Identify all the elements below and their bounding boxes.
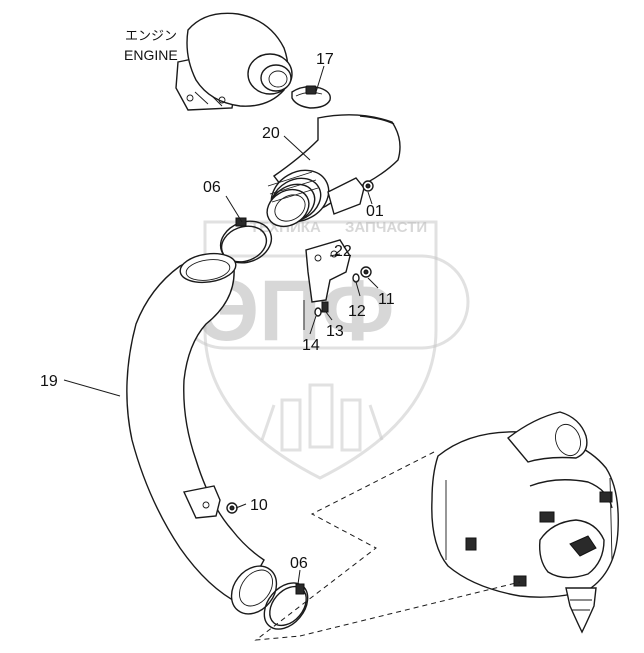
engine-turbo-outlet xyxy=(175,12,293,111)
part-label-06-bottom: 06 xyxy=(290,555,308,572)
leader-lines xyxy=(63,65,379,585)
part-label-12: 12 xyxy=(348,303,366,320)
part-label-01: 01 xyxy=(366,203,384,220)
bracket-22 xyxy=(305,239,351,303)
watermark-top-right: ЗАПЧАСТИ xyxy=(345,219,427,236)
part-label-10: 10 xyxy=(250,497,268,514)
part-label-20: 20 xyxy=(262,125,280,142)
bracket-01-area xyxy=(327,177,374,215)
part-label-17: 17 xyxy=(316,51,334,68)
engine-label-en: ENGINE xyxy=(124,47,178,63)
connection-lines xyxy=(254,451,521,641)
part-label-06-top: 06 xyxy=(203,179,221,196)
watermark-wheat-icon xyxy=(260,383,384,452)
clamp-06-bottom xyxy=(263,582,309,630)
clamp-06-top xyxy=(219,217,273,264)
air-cleaner xyxy=(431,411,619,634)
part-label-11: 11 xyxy=(378,291,395,308)
clamp-17 xyxy=(291,85,331,109)
watermark-top-left: ТЕХНИКА xyxy=(250,219,321,236)
watermark-shield xyxy=(203,220,438,480)
part-label-13: 13 xyxy=(326,323,344,340)
part-label-22: 22 xyxy=(334,243,352,260)
engine-label-jp: エンジン xyxy=(125,29,177,44)
part-label-19: 19 xyxy=(40,373,58,390)
bolt-13-14 xyxy=(303,300,329,330)
hose-19 xyxy=(126,252,278,615)
bracket-10-area xyxy=(182,485,238,519)
part-label-14: 14 xyxy=(302,337,320,354)
